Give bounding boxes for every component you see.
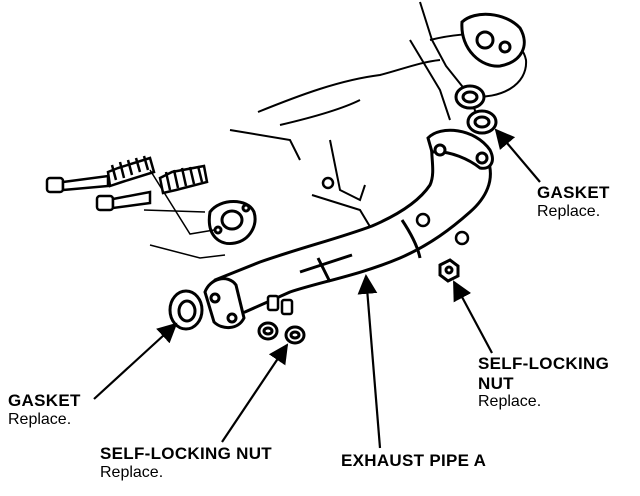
arrow-gasket-upper — [494, 128, 541, 183]
arrow-exhaust-pipe — [357, 274, 382, 449]
right-self-locking-nut — [438, 258, 460, 283]
lower-gasket — [168, 289, 204, 331]
bottom-self-locking-nuts — [257, 321, 306, 345]
gasket-upper-note: Replace. — [537, 202, 601, 220]
nut-bottom-title: SELF-LOCKING NUT — [100, 444, 272, 463]
arrow-nut-right — [453, 280, 493, 354]
arrow-nut-bottom — [221, 343, 289, 443]
arrow-gasket-lower — [93, 322, 178, 400]
part-leader-lines — [143, 169, 226, 259]
gasket-upper-title: GASKET — [537, 183, 610, 202]
callout-exhaust-pipe: EXHAUST PIPE A — [341, 451, 486, 471]
nut-right-title-line2: NUT — [478, 373, 514, 393]
nut-bottom-note: Replace. — [100, 463, 164, 481]
callout-arrows — [93, 128, 541, 449]
pipe-lower-flange — [203, 277, 246, 329]
left-flange-plate — [207, 200, 257, 246]
gasket-lower-note: Replace. — [8, 410, 72, 428]
exhaust-pipe-title: EXHAUST PIPE A — [341, 451, 487, 470]
pipe-top-flange — [426, 128, 494, 170]
nut-right-title: SELF-LOCKING — [478, 354, 610, 373]
callout-nut-bottom: SELF-LOCKING NUT Replace. — [100, 444, 272, 482]
callout-nut-right: SELF-LOCKING NUT Replace. — [478, 354, 609, 411]
gasket-lower-title: GASKET — [8, 391, 81, 410]
bolts-and-springs — [45, 155, 209, 212]
nut-right-note: Replace. — [478, 393, 542, 411]
callout-gasket-upper: GASKET Replace. — [537, 183, 610, 221]
pipe-studs — [266, 176, 470, 316]
callout-gasket-lower: GASKET Replace. — [8, 391, 81, 429]
manifold-flange — [460, 12, 526, 68]
upper-gasket — [454, 84, 498, 135]
